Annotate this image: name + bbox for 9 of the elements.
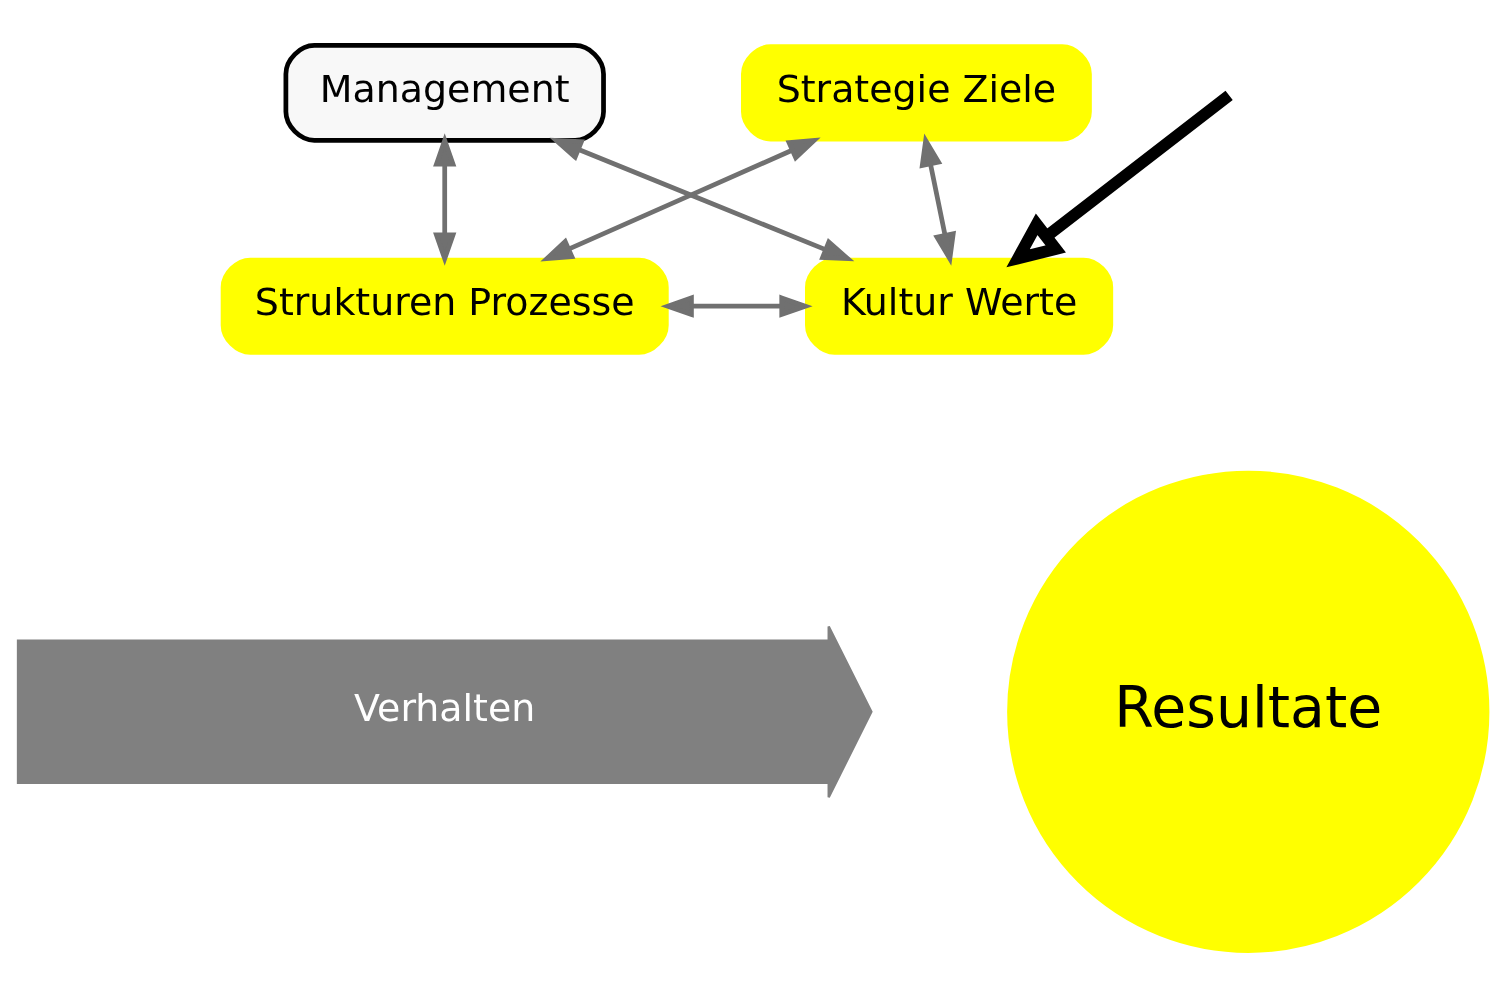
node-box: Management [283,43,606,143]
arrow [433,133,457,266]
node-circle: Resultate [1007,470,1490,953]
node-box: Kultur Werte [805,257,1114,355]
node-box: Strategie Ziele [741,44,1092,142]
arrow [660,294,813,318]
arrow [919,133,957,266]
node-box: Strukturen Prozesse [220,257,669,355]
arrow [1006,90,1233,268]
